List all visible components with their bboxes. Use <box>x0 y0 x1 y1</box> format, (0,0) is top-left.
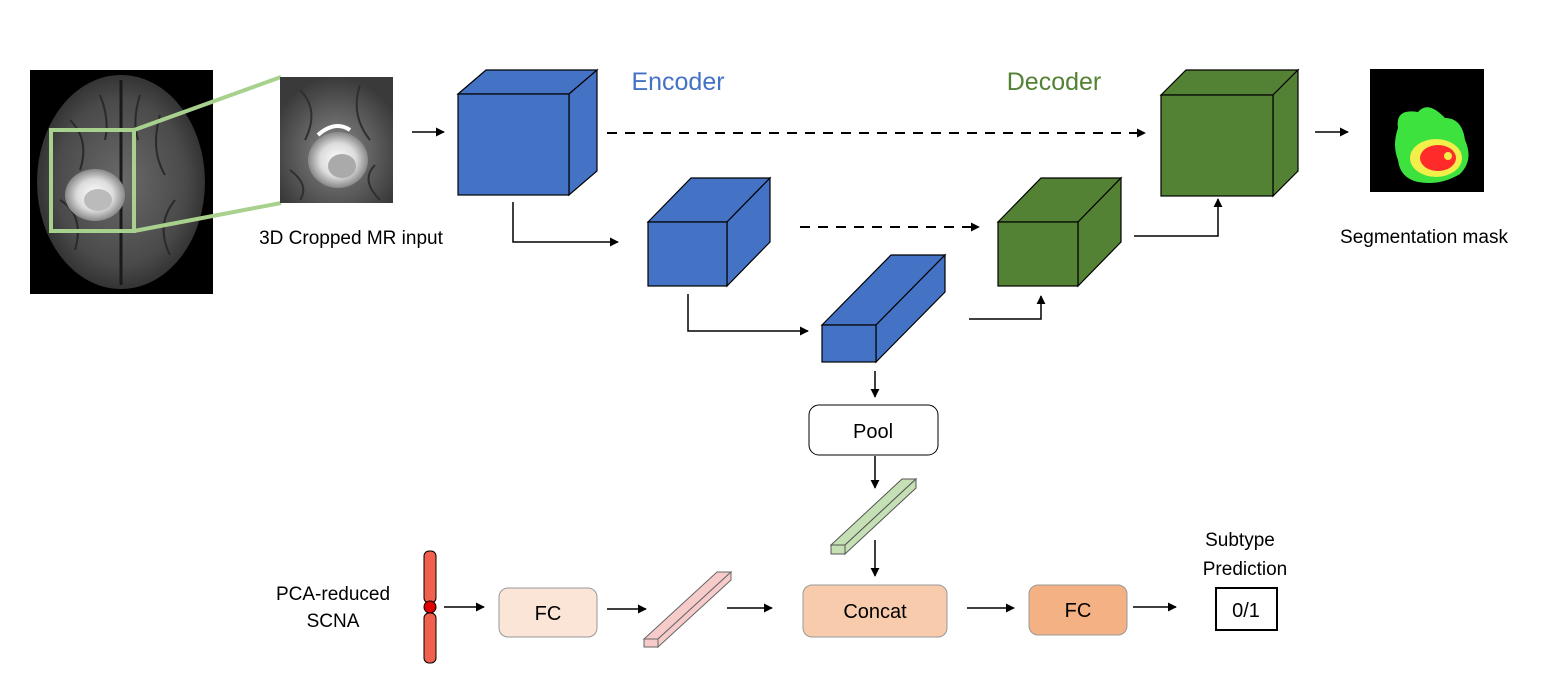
scna-chromosome-bar <box>423 550 437 664</box>
scna-label-line1: PCA-reduced <box>276 584 390 605</box>
decoder-block-top <box>1159 68 1300 198</box>
scna-label-line2: SCNA <box>307 611 360 632</box>
encoder-label: Encoder <box>631 68 724 96</box>
prediction-value: 0/1 <box>1232 600 1260 622</box>
concat-box: Concat <box>802 584 948 638</box>
arrow-encoder2-to-bottleneck <box>687 294 809 336</box>
encoder-block-1 <box>456 68 599 197</box>
arrow-decoder-middle-to-top <box>1134 198 1223 237</box>
concat-label: Concat <box>843 601 907 623</box>
pool-label: Pool <box>853 421 893 443</box>
decoder-label: Decoder <box>1007 68 1102 96</box>
pooled-feature-vector <box>829 477 918 556</box>
fc1-label: FC <box>535 603 562 625</box>
zoom-line-bottom <box>133 201 282 233</box>
encoder-block-2 <box>646 176 772 288</box>
crop-region-box <box>49 128 136 233</box>
cropped-mr-image <box>280 77 393 203</box>
brain-mri-image <box>30 70 213 294</box>
prediction-box: 0/1 <box>1215 587 1278 631</box>
arrow-encoder1-to-encoder2 <box>512 202 619 247</box>
scna-feature-vector <box>642 570 733 649</box>
input-label: 3D Cropped MR input <box>259 228 443 249</box>
segmentation-mask-image <box>1370 69 1484 192</box>
arrow-bottleneck-to-decoder <box>969 295 1046 320</box>
pool-box: Pool <box>808 404 939 456</box>
subtype-label-line1: Subtype <box>1205 530 1275 551</box>
output-label: Segmentation mask <box>1340 227 1508 248</box>
fc-box-1: FC <box>498 587 598 638</box>
subtype-label-line2: Prediction <box>1203 559 1288 580</box>
fc-box-2: FC <box>1028 584 1128 636</box>
bottleneck-block <box>820 253 947 364</box>
zoom-line-top <box>133 75 282 132</box>
fc2-label: FC <box>1065 600 1092 622</box>
decoder-block-middle <box>996 176 1123 288</box>
